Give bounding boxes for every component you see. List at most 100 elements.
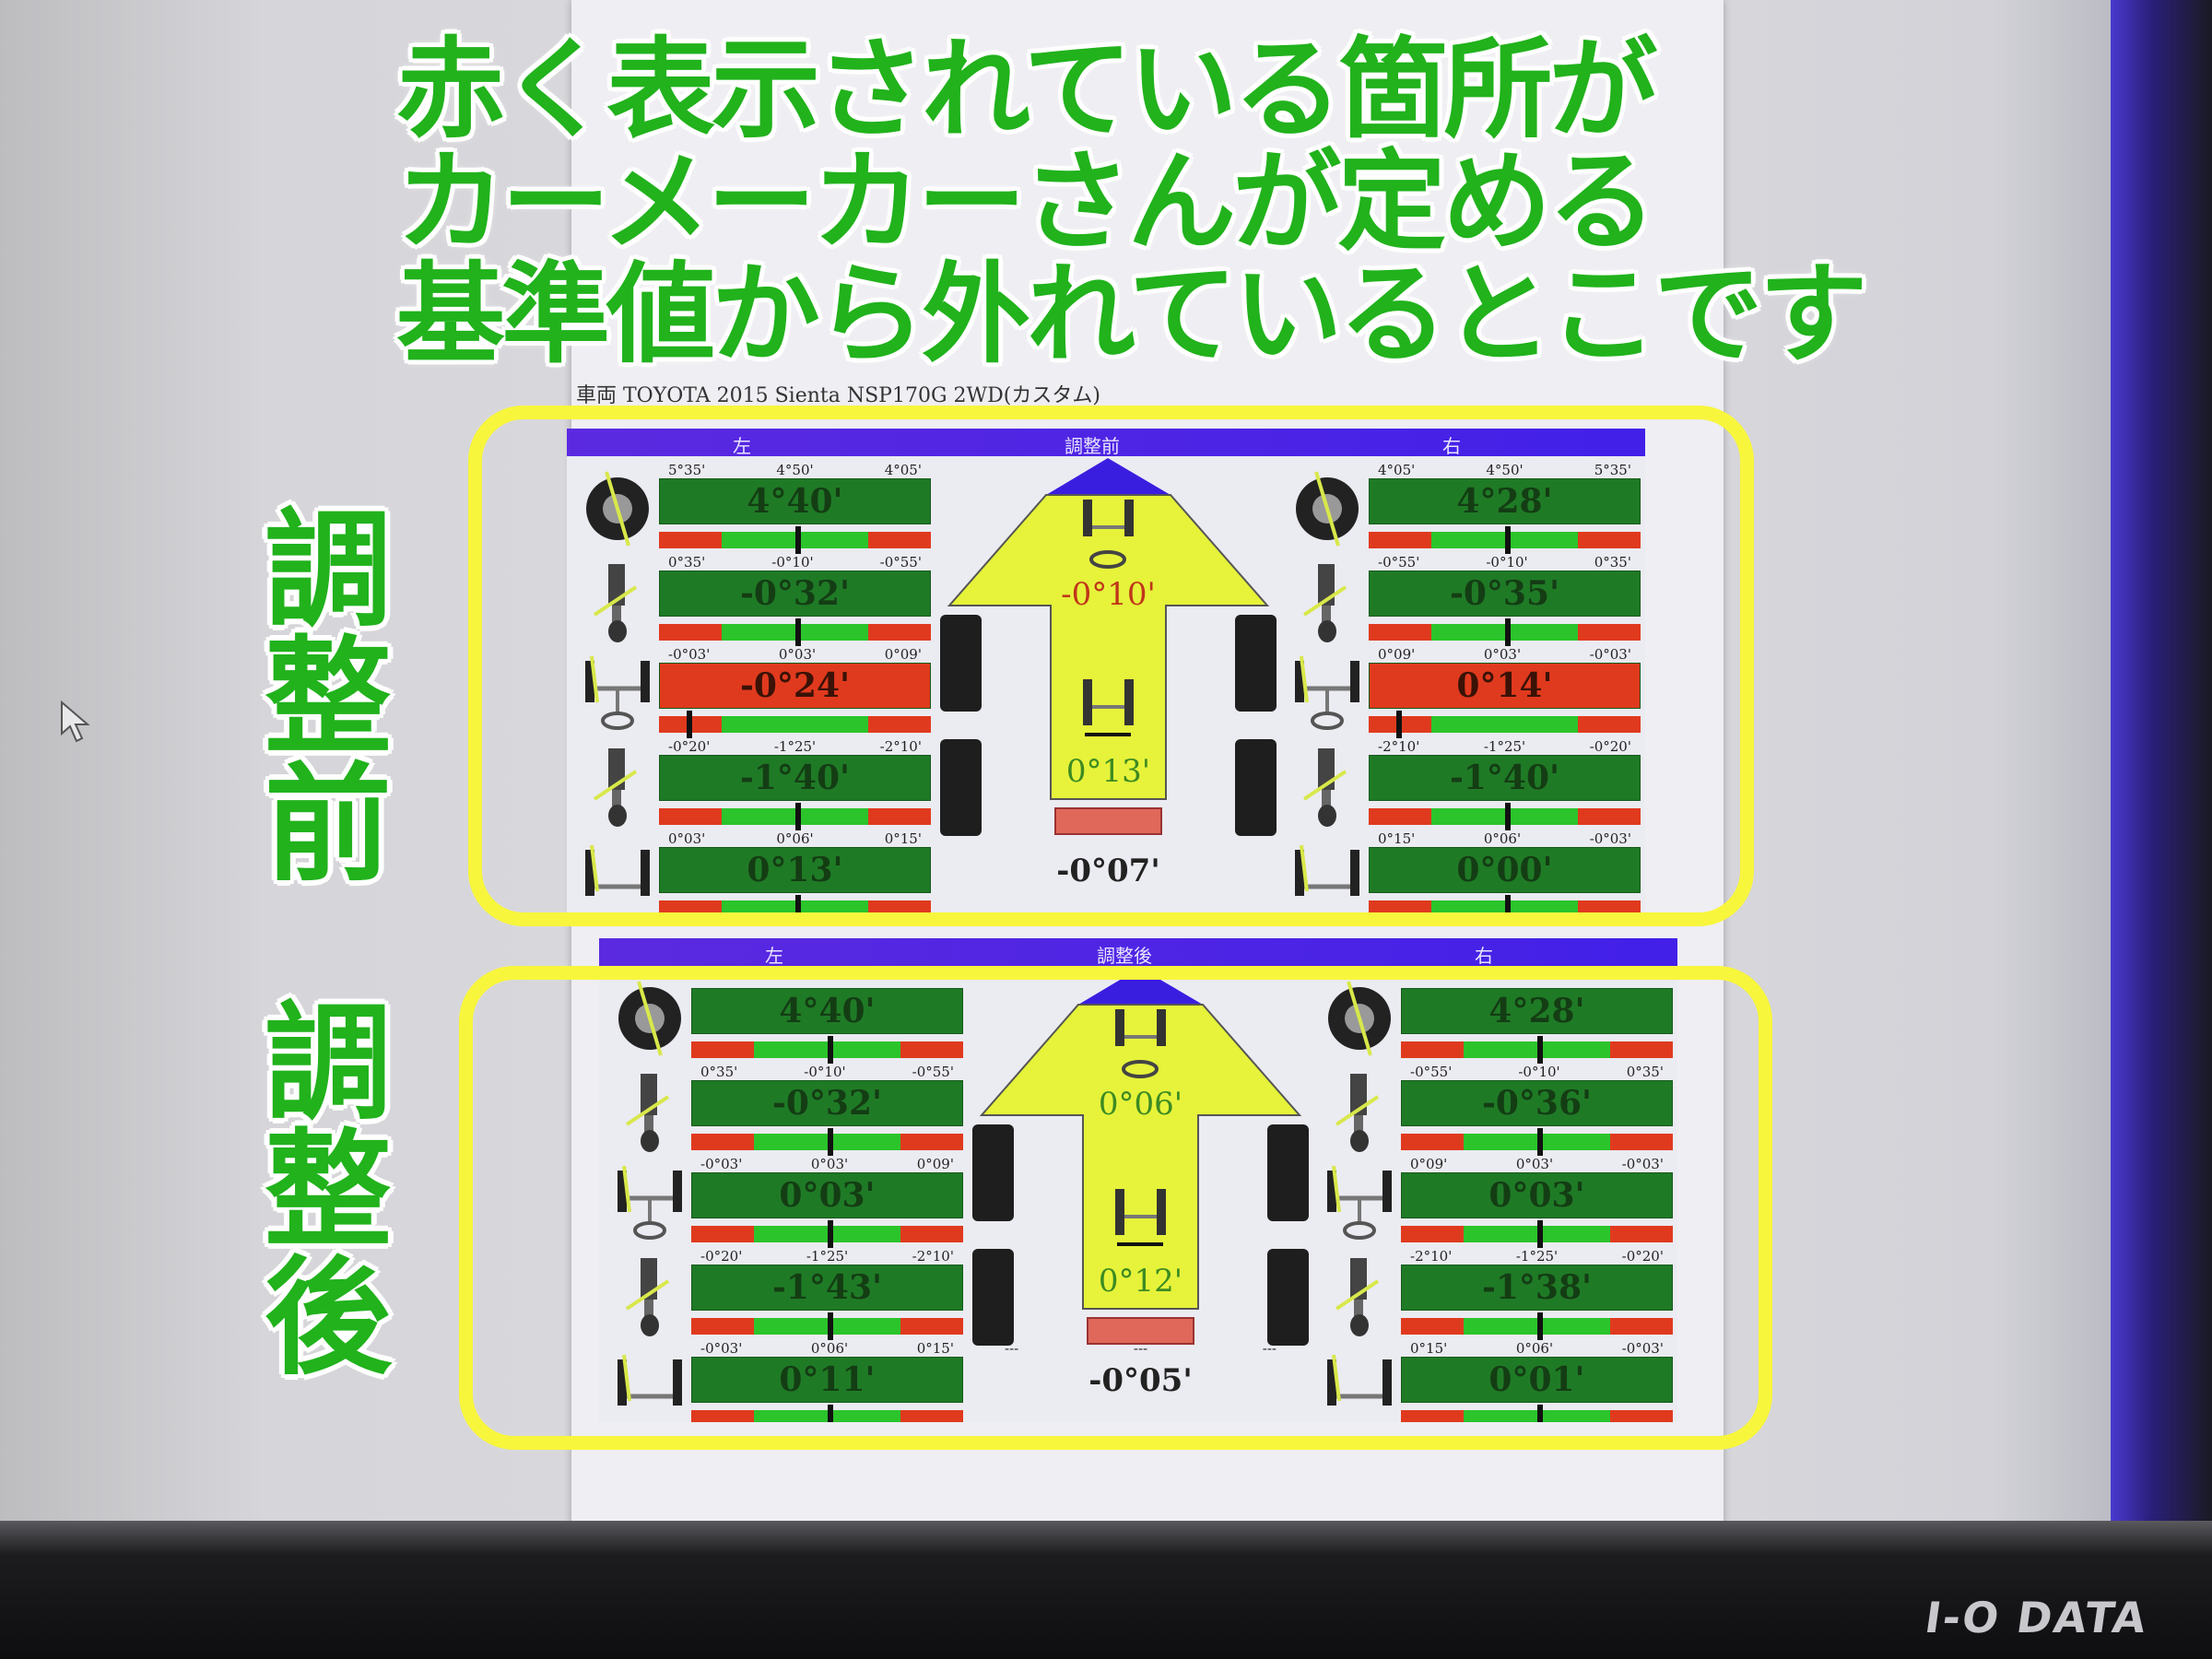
scale-max: -0°03'	[1589, 646, 1631, 663]
left-camber-row: 0°35'-0°10'-0°55'-0°32'	[691, 1064, 963, 1156]
axle-icon	[581, 836, 654, 919]
tolerance-gauge	[1401, 1312, 1673, 1340]
thrust-angle: -0°07'	[935, 830, 1281, 895]
scale-max: 4°05'	[884, 462, 922, 478]
strut-icon	[1290, 559, 1364, 642]
gauge-needle	[1536, 1128, 1543, 1156]
strut-icon	[613, 1253, 687, 1336]
axle-icon	[1323, 1346, 1396, 1422]
left-caster-row: 4°40'	[691, 971, 963, 1064]
scale-max: -2°10'	[912, 1248, 954, 1265]
tolerance-scale: 4°05'4°50'5°35'	[1369, 462, 1641, 478]
scale-max: 0°35'	[1626, 1064, 1664, 1080]
scale-target: -1°25'	[1515, 1248, 1559, 1265]
tolerance-scale: -0°03' 0°06' 0°15'	[691, 1340, 963, 1357]
measured-value: -0°32'	[691, 1080, 963, 1126]
tolerance-scale: 0°35'-0°10'-0°55'	[659, 554, 931, 571]
scale-min: 0°35'	[668, 554, 706, 571]
tolerance-gauge	[691, 1220, 963, 1248]
axle-icon	[1290, 836, 1364, 919]
left-camber-row: 0°35'-0°10'-0°55'-0°32'	[659, 554, 931, 646]
front-total-toe: 0°06'	[1098, 1086, 1183, 1123]
gauge-needle	[827, 1312, 833, 1340]
gauge-needle	[1504, 618, 1511, 646]
tolerance-scale: 0°15'0°06'-0°03'	[1369, 830, 1641, 847]
scale-max: -0°03'	[1589, 830, 1631, 847]
strut-icon	[581, 559, 654, 642]
gauge-needle	[794, 803, 801, 830]
scale-max: -0°20'	[1589, 738, 1631, 755]
overlay-caption-line2: カーメーカーさんが定める	[396, 138, 1656, 265]
measured-value: 0°11'	[691, 1357, 963, 1403]
thrust-value: -0°05'	[1088, 1362, 1193, 1399]
tolerance-scale: 0°03'0°06'0°15'	[659, 830, 931, 847]
steering-axle-icon	[581, 652, 654, 735]
scale-target: 0°03'	[778, 646, 817, 663]
gauge-needle	[686, 711, 692, 738]
scale-min: -0°20'	[668, 738, 711, 755]
header-title: 調整後	[1097, 945, 1152, 967]
tolerance-gauge	[659, 618, 931, 646]
scale-min: -0°55'	[1410, 1064, 1453, 1080]
gauge-needle	[1504, 803, 1511, 830]
strut-icon	[1290, 744, 1364, 827]
measured-value: -1°40'	[659, 755, 931, 801]
scale-min: -0°03'	[700, 1340, 743, 1357]
measured-value: -1°38'	[1401, 1265, 1673, 1311]
gauge-needle	[1504, 895, 1511, 922]
overlay-caption-line1: 赤く表示されている箇所が	[396, 26, 1657, 153]
thrust-scale-0: ---	[1005, 1340, 1019, 1357]
tolerance-gauge	[1369, 526, 1641, 554]
scale-max: 5°35'	[1594, 462, 1631, 478]
tire-icon	[1267, 1124, 1309, 1221]
scale-target: -0°10'	[771, 554, 814, 571]
scale-max: 0°15'	[884, 830, 922, 847]
scale-min: 0°15'	[1410, 1340, 1448, 1357]
scale-target: -1°25'	[1483, 738, 1526, 755]
scale-target: -1°25'	[773, 738, 817, 755]
scale-target: 0°03'	[1515, 1156, 1554, 1172]
direction-arrow-icon	[940, 458, 1277, 836]
scale-max: 0°15'	[916, 1340, 954, 1357]
scale-target: 0°03'	[810, 1156, 849, 1172]
tire-icon	[1267, 1249, 1309, 1346]
header-right-label: 右	[1442, 435, 1461, 457]
scale-min: 0°09'	[1378, 646, 1416, 663]
tolerance-scale: 5°35'4°50'4°05'	[659, 462, 931, 478]
direction-arrow-icon	[972, 968, 1309, 1346]
scale-max: 0°09'	[884, 646, 922, 663]
highlight-after	[459, 966, 1772, 1450]
measured-value: 4°28'	[1401, 988, 1673, 1034]
measured-value: -0°36'	[1401, 1080, 1673, 1126]
wheel-icon	[581, 467, 654, 550]
gauge-needle	[1395, 711, 1402, 738]
tolerance-scale: -0°20'-1°25'-2°10'	[691, 1248, 963, 1265]
wheel-icon	[1323, 977, 1396, 1060]
right-rear-camber-row: -2°10'-1°25'-0°20'-1°40'	[1369, 738, 1641, 830]
tolerance-gauge	[691, 1128, 963, 1156]
tire-icon	[972, 1124, 1014, 1221]
scale-target: 0°06'	[810, 1340, 849, 1357]
measured-value: 4°40'	[659, 478, 931, 524]
gauge-needle	[794, 895, 801, 922]
tolerance-gauge	[1369, 803, 1641, 830]
tire-icon	[972, 1249, 1014, 1346]
tolerance-gauge	[1369, 618, 1641, 646]
tolerance-scale: 0°15'0°06'-0°03'	[1401, 1340, 1673, 1357]
front-total-toe: -0°10'	[1061, 576, 1156, 613]
scale-max: 0°09'	[916, 1156, 954, 1172]
scale-target: 4°50'	[1486, 462, 1524, 478]
scale-max: -0°55'	[912, 1064, 954, 1080]
scale-min: -0°55'	[1378, 554, 1420, 571]
brand-logo: I-O DATA	[1922, 1593, 2151, 1642]
tolerance-scale: -0°03'0°03'0°09'	[659, 646, 931, 663]
label-before: 調整前	[241, 502, 391, 884]
scale-target: 0°06'	[1515, 1340, 1554, 1357]
scale-max: 0°35'	[1594, 554, 1631, 571]
tolerance-scale: -2°10'-1°25'-0°20'	[1401, 1248, 1673, 1265]
tolerance-scale: -0°55'-0°10'0°35'	[1369, 554, 1641, 571]
tolerance-gauge	[1401, 1128, 1673, 1156]
mouse-cursor-icon	[61, 700, 90, 743]
tire-icon	[1235, 615, 1277, 712]
